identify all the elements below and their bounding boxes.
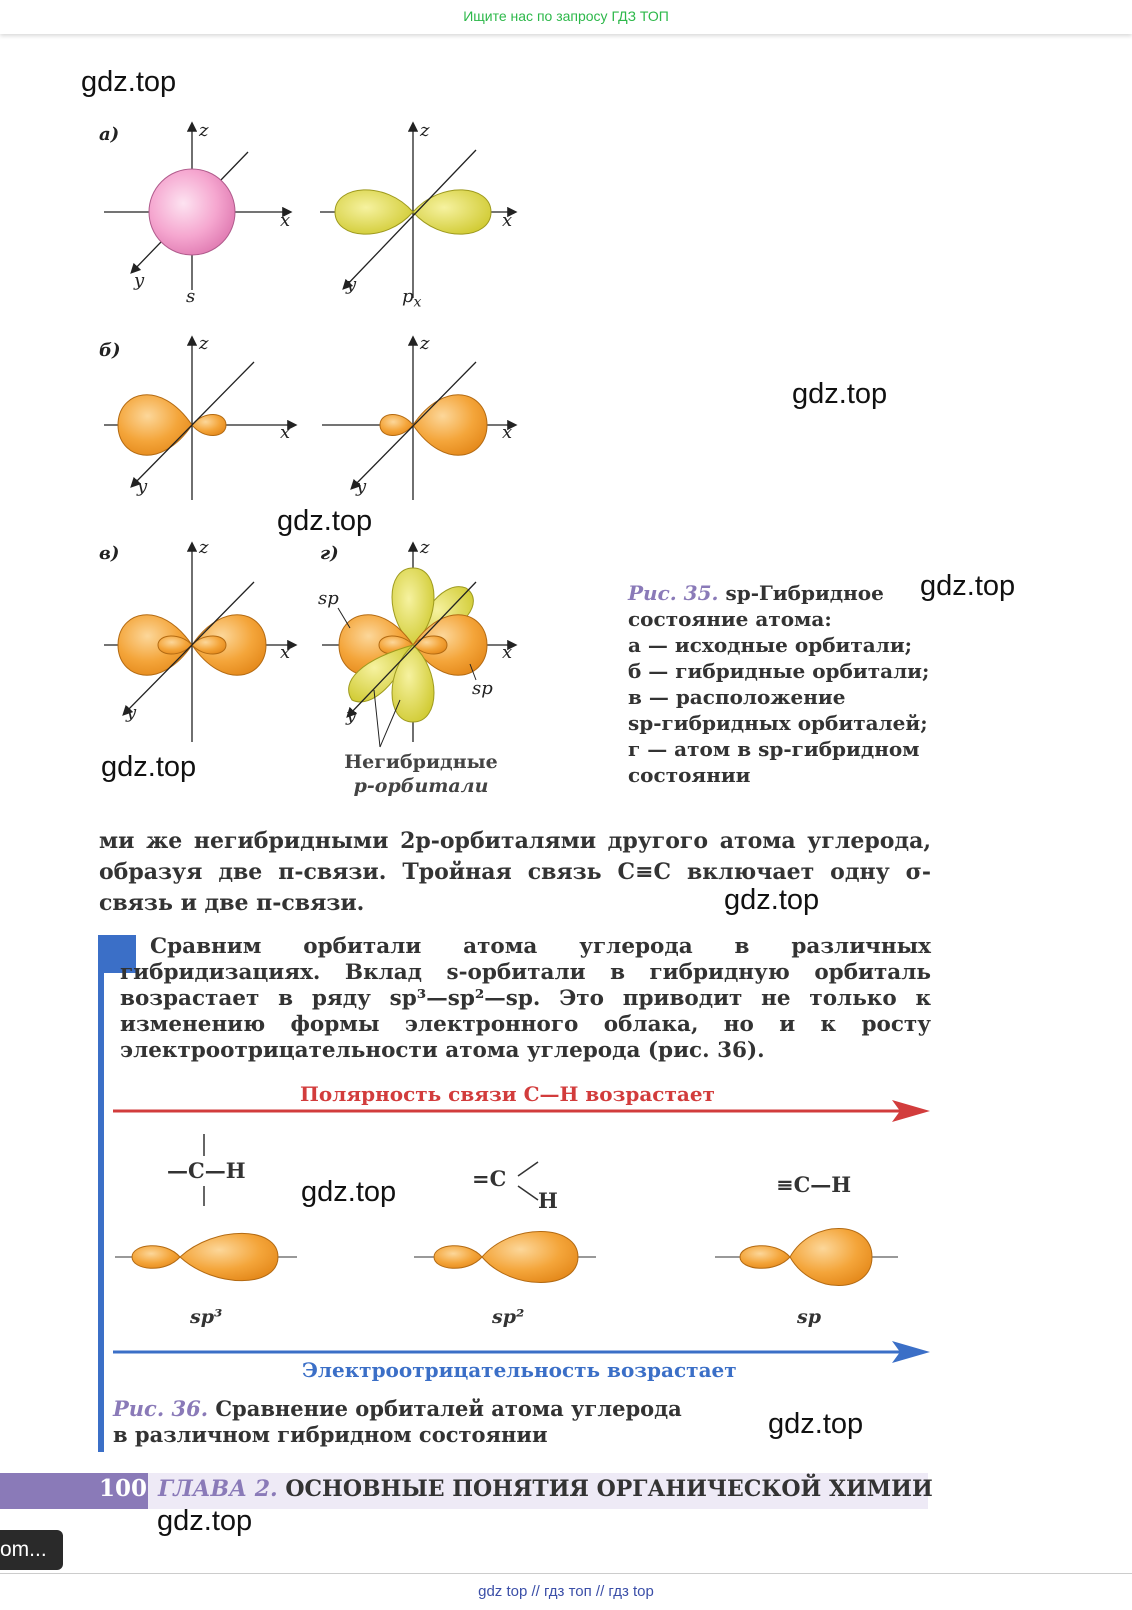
hybrid-orbital-left-diagram bbox=[104, 335, 298, 500]
caption-line: в различном гибридном состоянии bbox=[113, 1422, 548, 1447]
formula-sp2-h: H bbox=[538, 1188, 558, 1213]
axis-z-label: z bbox=[420, 333, 430, 354]
watermark: gdz.top bbox=[768, 1408, 864, 1440]
axis-x-label: x bbox=[502, 642, 513, 663]
watermark: gdz.top bbox=[157, 1505, 253, 1537]
watermark: gdz.top bbox=[81, 66, 177, 98]
axis-z-label: z bbox=[420, 120, 430, 141]
sp-orbital-shape bbox=[715, 1228, 898, 1286]
caption-line: sp-гибридных орбиталей; bbox=[628, 711, 928, 735]
sp3-label: sp³ bbox=[190, 1306, 223, 1328]
hybrid-orbital-right-diagram bbox=[322, 335, 518, 500]
watermark: gdz.top bbox=[792, 378, 888, 410]
px-orbital-diagram bbox=[320, 121, 518, 298]
polarity-arrow bbox=[113, 1100, 930, 1122]
sp2-bond-lines bbox=[517, 1161, 539, 1201]
polarity-label: Полярность связи C—H возрастает bbox=[300, 1082, 715, 1106]
bottom-link-bar[interactable]: gdz top // гдз топ // гдз top bbox=[0, 1573, 1132, 1610]
paragraph-2-text: Сравним орбитали атома углерода в различ… bbox=[120, 934, 931, 1063]
nonhybrid-line2: p-орбитали bbox=[353, 775, 489, 797]
s-orbital-diagram bbox=[104, 121, 293, 290]
chapter-name: ОСНОВНЫЕ ПОНЯТИЯ ОРГАНИЧЕСКОЙ ХИМИИ bbox=[277, 1476, 933, 1502]
axis-x-label: x bbox=[280, 422, 291, 443]
sp2-orbital-shape bbox=[414, 1231, 596, 1283]
caption-line: состояние атома: bbox=[628, 607, 832, 631]
sp-arrangement-diagram bbox=[104, 541, 298, 742]
label-b: б) bbox=[99, 340, 121, 361]
formula-sp3: —C—H bbox=[167, 1158, 246, 1183]
overlay-button[interactable]: om... bbox=[0, 1530, 63, 1570]
sp3-orbital-shape bbox=[115, 1232, 297, 1282]
sp-label: sp bbox=[318, 588, 339, 609]
axis-y-label: y bbox=[356, 476, 367, 497]
caption-line: sp-Гибридное bbox=[718, 581, 884, 605]
px-label: px bbox=[402, 286, 421, 311]
section-marker bbox=[98, 935, 136, 973]
page-number: 100 bbox=[99, 1475, 148, 1502]
footer-chapter-band bbox=[148, 1473, 928, 1509]
axis-y-label: y bbox=[346, 705, 357, 726]
s-label: s bbox=[186, 286, 196, 307]
electronegativity-arrow bbox=[113, 1341, 930, 1363]
axis-x-label: x bbox=[502, 422, 513, 443]
nonhybrid-line1: Негибридные bbox=[344, 751, 498, 773]
axis-x-label: x bbox=[280, 210, 291, 231]
figure35-caption-title: Рис. 35. bbox=[628, 581, 719, 605]
sp-label: sp bbox=[472, 678, 493, 699]
axis-y-label: y bbox=[126, 702, 137, 723]
caption-line: а — исходные орбитали; bbox=[628, 633, 913, 657]
formula-sp2: =C bbox=[472, 1166, 507, 1191]
px-main: p bbox=[402, 286, 414, 307]
footer-page-tab bbox=[0, 1473, 148, 1509]
axis-y-label: y bbox=[137, 476, 148, 497]
figure36-caption-title: Рис. 36. bbox=[113, 1396, 209, 1421]
formula-sp: ≡C—H bbox=[776, 1172, 852, 1197]
caption-line: г — атом в sp-гибридном bbox=[628, 737, 920, 761]
axis-y-label: y bbox=[346, 274, 357, 295]
caption-line: состоянии bbox=[628, 763, 751, 787]
paragraph-1: ми же негибридными 2p-орбиталями другого… bbox=[99, 828, 931, 916]
label-v: в) bbox=[99, 543, 120, 564]
watermark: gdz.top bbox=[301, 1176, 397, 1208]
label-a: а) bbox=[99, 124, 120, 145]
chapter-label: ГЛАВА 2. bbox=[158, 1476, 278, 1502]
electronegativity-label: Электроотрицательность возрастает bbox=[302, 1358, 737, 1382]
nonhybrid-orbitals-label: Негибридные p-орбитали bbox=[336, 750, 506, 798]
axis-z-label: z bbox=[199, 333, 209, 354]
watermark: gdz.top bbox=[277, 505, 373, 537]
sp-atom-diagram bbox=[322, 541, 518, 748]
caption-line: в — расположение bbox=[628, 685, 846, 709]
caption-line: б — гибридные орбитали; bbox=[628, 659, 930, 683]
axis-y-label: y bbox=[134, 270, 145, 291]
watermark: gdz.top bbox=[101, 751, 197, 783]
px-subscript: x bbox=[413, 294, 422, 311]
paragraph-2: Сравним орбитали атома углерода в различ… bbox=[120, 934, 931, 1064]
axis-z-label: z bbox=[420, 537, 430, 558]
watermark: gdz.top bbox=[724, 884, 820, 916]
caption-line: Сравнение орбиталей атома углерода bbox=[208, 1396, 682, 1421]
axis-x-label: x bbox=[280, 642, 291, 663]
chapter-title: ГЛАВА 2. ОСНОВНЫЕ ПОНЯТИЯ ОРГАНИЧЕСКОЙ Х… bbox=[158, 1476, 933, 1502]
axis-z-label: z bbox=[199, 120, 209, 141]
section-bar bbox=[98, 972, 104, 1452]
figure35-caption: Рис. 35. sp-Гибридное состояние атома: а… bbox=[628, 580, 958, 788]
label-g: г) bbox=[320, 543, 339, 564]
figure36-caption: Рис. 36. Сравнение орбиталей атома углер… bbox=[113, 1396, 713, 1448]
top-banner[interactable]: Ищите нас по запросу ГДЗ ТОП bbox=[0, 0, 1132, 34]
watermark: gdz.top bbox=[920, 570, 1016, 602]
axis-z-label: z bbox=[199, 537, 209, 558]
axis-x-label: x bbox=[502, 210, 513, 231]
sp2-label: sp² bbox=[492, 1306, 525, 1328]
sp-label-36: sp bbox=[797, 1306, 821, 1328]
